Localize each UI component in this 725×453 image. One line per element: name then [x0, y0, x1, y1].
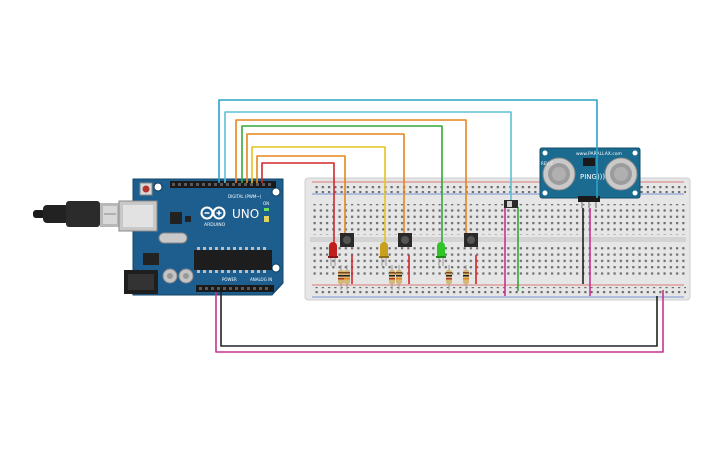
resistor-4[interactable] — [396, 265, 402, 290]
on-led — [264, 208, 269, 211]
atmega-chip — [194, 250, 272, 270]
sensor-chip — [583, 158, 595, 166]
sensor-rev-label: REV C — [541, 161, 553, 166]
wires — [215, 99, 664, 353]
resistor-1[interactable] — [338, 265, 344, 290]
board-brand-label: ARDUINO — [204, 222, 226, 228]
breadboard[interactable] — [304, 177, 691, 301]
resistor-2[interactable] — [344, 265, 350, 290]
sensor-pin-header[interactable] — [578, 196, 600, 202]
led-green[interactable] — [436, 242, 446, 266]
wire-orange-button-2[interactable] — [246, 133, 405, 237]
wire-orange-button-3[interactable] — [256, 155, 346, 237]
led-red[interactable] — [328, 242, 338, 266]
slide-switch[interactable] — [504, 200, 518, 208]
arduino-uno-board[interactable]: UNO ARDUINO DIGITAL (PWM~) POWER ANALOG … — [118, 178, 284, 296]
wire-cyan-sensor-vcc[interactable] — [218, 99, 598, 198]
sensor-model-label: PING))) — [580, 173, 605, 181]
board-model-label: UNO — [232, 207, 259, 221]
resistor-5[interactable] — [446, 265, 452, 290]
analog-header-label: ANALOG IN — [250, 277, 272, 282]
ultrasonic-sensor[interactable]: www.PARALLAX.com PING))) REV C — [539, 147, 641, 208]
wire-magenta-5v[interactable] — [215, 290, 664, 353]
wire-red-led[interactable] — [261, 162, 335, 248]
resistor-6[interactable] — [463, 265, 469, 290]
resistor-3[interactable] — [389, 265, 395, 290]
sensor-brand-label: www.PARALLAX.com — [576, 151, 622, 157]
push-button-3[interactable] — [464, 233, 478, 247]
arduino-infinity-logo — [200, 206, 226, 220]
tx-rx-leds — [264, 216, 269, 222]
wire-yellow-led[interactable] — [251, 146, 386, 248]
wire-orange-button[interactable] — [235, 119, 467, 237]
led-yellow[interactable] — [379, 242, 389, 266]
on-led-label: ON — [263, 201, 269, 206]
power-header-label: POWER — [222, 277, 237, 282]
wire-cyan-switch[interactable] — [224, 111, 512, 200]
wire-green-led[interactable] — [241, 125, 443, 248]
sensor-receiver — [604, 157, 638, 191]
wire-black-ground[interactable] — [220, 292, 658, 347]
push-button-2[interactable] — [398, 233, 412, 247]
push-button-1[interactable] — [340, 233, 354, 247]
digital-header-label: DIGITAL (PWM~) — [228, 194, 262, 199]
sensor-transmitter — [542, 157, 576, 191]
usb-cable — [33, 201, 120, 227]
